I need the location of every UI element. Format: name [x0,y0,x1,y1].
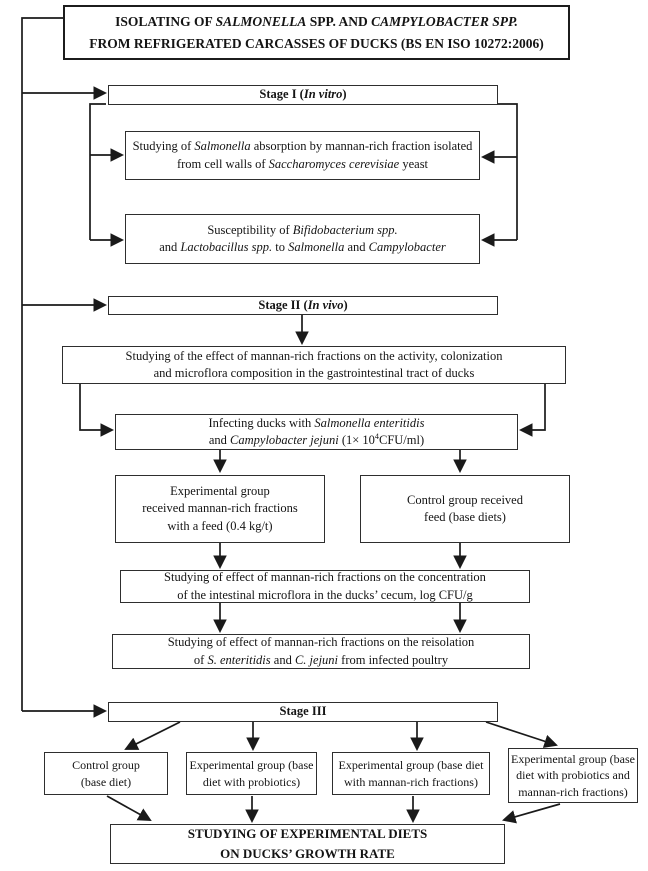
stage3-label: Stage III [279,704,327,719]
stage1-label: Stage I (In vitro) [259,87,347,102]
effect-label: Studying of the effect of mannan-rich fr… [125,348,503,381]
concentration-box: Studying of effect of mannan-rich fracti… [120,570,530,603]
title-label: ISOLATING OF SALMONELLA SPP. AND CAMPYLO… [89,13,544,51]
concentration-label: Studying of effect of mannan-rich fracti… [164,570,486,602]
susceptibility-label: Susceptibility of Bifidobacterium spp.an… [159,222,446,255]
arrow-effect-to-infection-right [518,384,546,437]
absorption-label: Studying of Salmonella absorption by man… [132,139,473,171]
arrow-diet-control-to-growth [106,795,152,821]
diet-control-label: Control group(base diet) [72,758,140,789]
effect-box: Studying of the effect of mannan-rich fr… [62,346,566,384]
arrow-stage3-to-diet-probiotics-mannan [485,721,558,748]
reisolation-label: Studying of effect of mannan-rich fracti… [167,635,475,667]
infection-box: Infecting ducks with Salmonella enteriti… [115,414,518,450]
stage3-box: Stage III [108,702,498,722]
title-box: ISOLATING OF SALMONELLA SPP. AND CAMPYLO… [63,5,570,60]
stage1-right-bracket [480,103,518,247]
stage2-box: Stage II (In vivo) [108,296,498,315]
trunk-line [21,17,108,718]
stage1-box: Stage I (In vitro) [108,85,498,105]
reisolation-box: Studying of effect of mannan-rich fracti… [112,634,530,669]
stage2-label: Stage II (In vivo) [258,297,348,312]
arrow-effect-to-infection-left [79,384,115,437]
diet-control-box: Control group(base diet) [44,752,168,795]
arrow-diet-probiotics-mannan-to-growth [502,803,561,824]
infection-label: Infecting ducks with Salmonella enteriti… [208,415,425,448]
absorption-box: Studying of Salmonella absorption by man… [125,131,480,180]
arrow-stage3-to-diet-control [124,721,181,750]
susceptibility-box: Susceptibility of Bifidobacterium spp.an… [125,214,480,264]
stage1-left-bracket [89,103,125,247]
